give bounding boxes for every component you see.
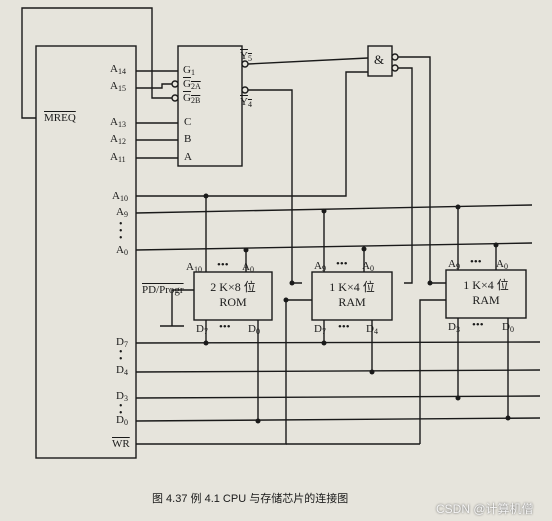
subscript: 2A <box>190 82 201 91</box>
pin-d0: D0 <box>116 414 128 427</box>
subscript: 10 <box>119 194 128 203</box>
mreq-wire <box>21 7 178 119</box>
dec-y5: Y5 <box>240 50 252 63</box>
ram2-box <box>445 269 527 319</box>
dec-y4: Y4 <box>240 96 252 109</box>
subscript: 15 <box>117 84 126 93</box>
subscript: 9 <box>123 210 128 219</box>
ram1-addr-hi: A9 <box>314 260 326 273</box>
dec-b: B <box>184 133 192 145</box>
subscript: 0 <box>123 248 128 257</box>
subscript: 7 <box>321 327 326 336</box>
rom-addr-dots: ••• <box>217 259 229 271</box>
rom-addr-hi: A10 <box>186 261 202 274</box>
ram1-data-lo: D4 <box>366 323 378 336</box>
watermark: CSDN @计算机僧 <box>436 502 534 516</box>
pin-a11: A11 <box>110 151 126 164</box>
ram2-line1: 1 K×4 位 <box>463 278 509 292</box>
rom-data-dots: ••• <box>219 321 231 333</box>
subscript: 9 <box>321 264 326 273</box>
pin-dots-a: ••• <box>119 219 123 244</box>
pin-d4: D4 <box>116 364 128 377</box>
subscript: 2B <box>190 96 201 105</box>
pin-a10: A10 <box>112 190 128 203</box>
pin-a15: A15 <box>110 80 126 93</box>
subscript: 13 <box>117 120 126 129</box>
ram2-data-dots: ••• <box>472 319 484 331</box>
pin-a12: A12 <box>110 133 126 146</box>
subscript: 10 <box>193 265 202 274</box>
rom-pd-label: PD/Progr <box>142 284 184 296</box>
pin-d3: D3 <box>116 390 128 403</box>
pin-a14: A14 <box>110 63 126 76</box>
pin-dots-d2: •• <box>119 401 123 419</box>
ram2-line2: RAM <box>472 293 500 307</box>
cpu-box <box>35 45 137 459</box>
rom-line1: 2 K×8 位 <box>210 280 256 294</box>
rom-box <box>193 271 273 321</box>
rom-label: 2 K×8 位 ROM <box>194 280 272 310</box>
and-symbol: & <box>374 52 385 67</box>
ram1-data-hi: D7 <box>314 323 326 336</box>
pin-d7: D7 <box>116 336 128 349</box>
rom-line2: ROM <box>219 295 247 309</box>
ram1-addr-lo: A0 <box>362 260 374 273</box>
ram2-label: 1 K×4 位 RAM <box>446 278 526 308</box>
dec-g1: G1 <box>183 64 195 77</box>
ram2-addr-lo: A0 <box>496 258 508 271</box>
rom-data-hi: D7 <box>196 323 208 336</box>
ram1-data-dots: ••• <box>338 321 350 333</box>
subscript: 9 <box>455 262 460 271</box>
subscript: 4 <box>123 368 128 377</box>
figure-caption: 图 4.37 例 4.1 CPU 与存储芯片的连接图 <box>152 493 349 505</box>
ram2-addr-dots: ••• <box>470 256 482 268</box>
ram2-data-lo: D0 <box>502 321 514 334</box>
subscript: 4 <box>247 100 252 109</box>
ram1-addr-dots: ••• <box>336 258 348 270</box>
dec-c: C <box>184 116 192 128</box>
dec-a: A <box>184 151 192 163</box>
subscript: 0 <box>369 264 374 273</box>
rom-data-lo: D0 <box>248 323 260 336</box>
dec-g2a: G2A <box>183 78 201 91</box>
pin-a13: A13 <box>110 116 126 129</box>
subscript: 5 <box>247 54 252 63</box>
subscript: 7 <box>203 327 208 336</box>
dec-g2b: G2B <box>183 92 201 105</box>
subscript: 12 <box>117 137 126 146</box>
subscript: 0 <box>503 262 508 271</box>
mreq-label: MREQ <box>44 112 76 124</box>
decoder-box <box>177 45 243 167</box>
subscript: 14 <box>117 67 126 76</box>
subscript: 0 <box>255 327 260 336</box>
subscript: 4 <box>373 327 378 336</box>
ram1-line1: 1 K×4 位 <box>329 280 375 294</box>
subscript: 11 <box>117 155 126 164</box>
pin-wr: WR <box>112 438 130 450</box>
pin-a0: A0 <box>116 244 128 257</box>
subscript: 3 <box>123 394 128 403</box>
rom-addr-lo: A0 <box>242 261 254 274</box>
subscript: 0 <box>509 325 514 334</box>
subscript: 0 <box>123 418 128 427</box>
subscript: 1 <box>190 68 195 77</box>
subscript: 7 <box>123 340 128 349</box>
and-gate <box>367 45 393 77</box>
ram1-line2: RAM <box>338 295 366 309</box>
ram2-addr-hi: A9 <box>448 258 460 271</box>
subscript: 3 <box>455 325 460 334</box>
pin-dots-d1: •• <box>119 347 123 365</box>
subscript: 0 <box>249 265 254 274</box>
ram1-box <box>311 271 393 321</box>
pin-a9: A9 <box>116 206 128 219</box>
ram2-data-hi: D3 <box>448 321 460 334</box>
ram1-label: 1 K×4 位 RAM <box>312 280 392 310</box>
